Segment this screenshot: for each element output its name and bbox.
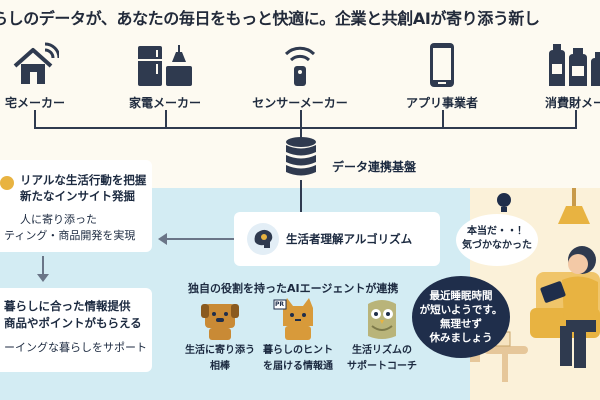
connector-line xyxy=(575,110,577,128)
insight-body-1: 人に寄り添った xyxy=(20,213,97,226)
thought-line-2: 気づかなかった xyxy=(462,240,532,251)
maker-label: 宅メーカー xyxy=(4,96,65,110)
maker-house: 宅メーカー xyxy=(0,40,90,111)
ai-speech-bubble: 最近睡眠時間 が短いようです。 無理せず 休みましょう xyxy=(412,276,510,358)
algorithm-card: 生活者理解アルゴリズム xyxy=(234,212,440,266)
maker-app: アプリ事業者 xyxy=(387,40,497,111)
appliances-icon xyxy=(110,40,220,88)
connector-line xyxy=(34,110,36,128)
sensor-icon xyxy=(245,40,355,88)
maker-label: 消費財メー xyxy=(544,96,600,110)
maker-label: アプリ事業者 xyxy=(405,96,478,110)
headline: らしのデータが、あなたの毎日をもっと快適に。企業と共創AIが寄り添う新し xyxy=(0,9,540,28)
maker-label: センサーメーカー xyxy=(252,96,348,110)
agent-caption-2: サポートコーチ xyxy=(347,361,417,372)
connector-line xyxy=(300,127,302,139)
dog-agent-icon xyxy=(174,296,266,342)
agent-caption-2: 相棒 xyxy=(210,361,230,372)
maker-appliance: 家電メーカー xyxy=(110,40,220,111)
connector-line xyxy=(300,180,302,214)
owl-agent-icon xyxy=(336,296,428,342)
arrow-line xyxy=(42,256,44,276)
bottles-icon xyxy=(520,40,600,88)
ai-line-1: 最近睡眠時間 xyxy=(429,290,493,302)
insight-title-1: リアルな生活行動を把握 xyxy=(20,173,147,187)
service-title-2: 商品やポイントがもらえる xyxy=(4,316,142,330)
pr-badge: PR xyxy=(275,301,285,308)
ai-line-2: が短いようです。 xyxy=(419,304,503,316)
house-wifi-icon xyxy=(0,40,90,88)
database-icon xyxy=(285,136,317,182)
thought-line-1: 本当だ・・！ xyxy=(467,226,527,237)
service-card: 暮らしに合った情報提供 商品やポイントがもらえる ーイングな暮らしをサポート xyxy=(0,288,152,372)
arrow-line xyxy=(166,238,234,240)
connector-line xyxy=(165,110,167,128)
agents-title: 独自の役割を持ったAIエージェントが連携 xyxy=(188,282,399,295)
connector-line xyxy=(442,110,444,128)
ai-line-3: 無理せず xyxy=(440,318,482,330)
connector-bus xyxy=(34,127,577,129)
algorithm-label: 生活者理解アルゴリズム xyxy=(286,232,413,246)
insight-card: リアルな生活行動を把握 新たなインサイト発掘 人に寄り添った ティング・商品開発… xyxy=(0,160,152,252)
connector-line xyxy=(300,110,302,128)
arrow-left-icon xyxy=(158,233,167,245)
cat-agent-icon: PR xyxy=(252,296,344,342)
arrow-down-icon xyxy=(37,274,49,282)
hub-label: データ連携基盤 xyxy=(332,160,417,174)
agent-caption-1: 暮らしのヒント xyxy=(263,345,333,356)
lightbulb-icon xyxy=(496,192,512,218)
agent-caption-2: を届ける情報通 xyxy=(263,361,333,372)
check-icon xyxy=(0,176,14,190)
ai-line-4: 休みましょう xyxy=(429,332,493,344)
brain-gear-icon xyxy=(246,222,280,260)
smartphone-icon xyxy=(387,40,497,88)
agent-dog: 生活に寄り添う 相棒 xyxy=(174,296,266,374)
person-thought-bubble: 本当だ・・！ 気づかなかった xyxy=(456,214,538,266)
maker-consumer-goods: 消費財メー xyxy=(520,40,600,111)
agent-owl: 生活リズムの サポートコーチ xyxy=(336,296,428,374)
insight-title-2: 新たなインサイト発掘 xyxy=(20,189,135,203)
insight-body-2: ティング・商品開発を実現 xyxy=(4,229,136,242)
service-title-1: 暮らしに合った情報提供 xyxy=(4,299,131,313)
maker-sensor: センサーメーカー xyxy=(245,40,355,111)
agent-caption-1: 生活に寄り添う xyxy=(185,345,255,356)
agent-cat: PR 暮らしのヒント を届ける情報通 xyxy=(252,296,344,374)
agent-caption-1: 生活リズムの xyxy=(352,345,412,356)
living-room-illustration xyxy=(470,188,600,400)
maker-label: 家電メーカー xyxy=(128,96,201,110)
service-body-1: ーイングな暮らしをサポート xyxy=(4,341,147,354)
